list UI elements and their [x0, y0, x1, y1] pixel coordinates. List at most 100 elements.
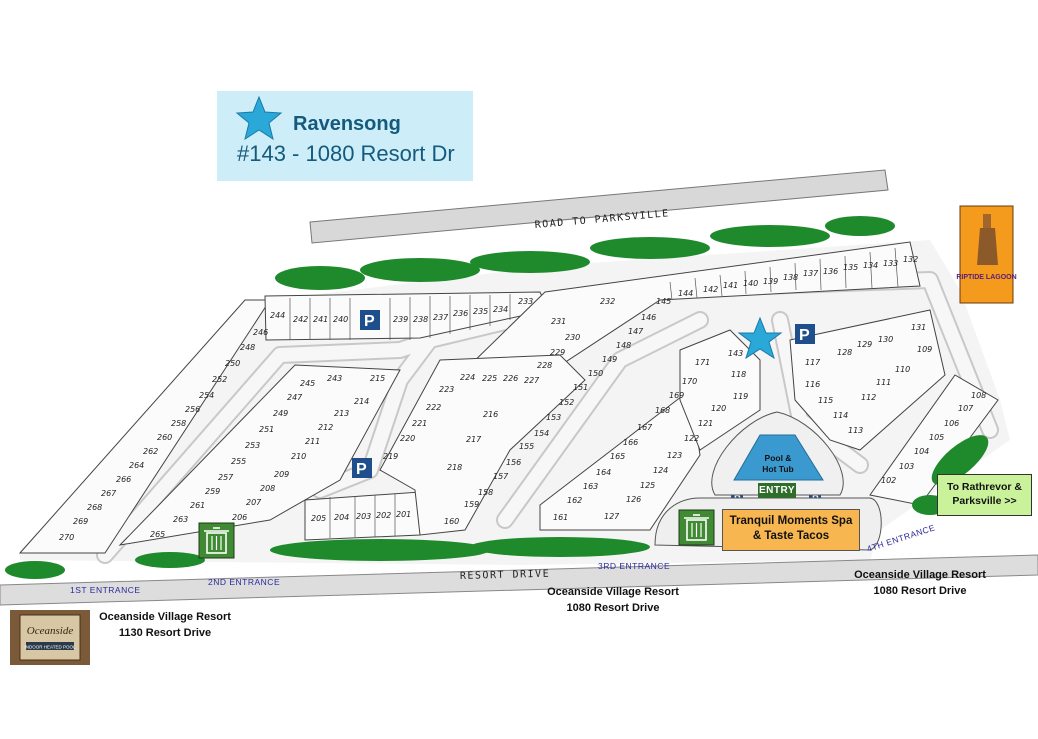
lot-number: 118 [731, 370, 746, 379]
lot-number: 201 [396, 510, 411, 519]
address-line: Oceanside Village Resort [547, 586, 679, 598]
lot-number: 251 [259, 425, 274, 434]
lot-number: 134 [863, 261, 878, 270]
lot-number: 214 [354, 397, 369, 406]
lot-number: 148 [616, 341, 631, 350]
riptide-lagoon-logo: RIPTIDE LAGOON [956, 205, 1017, 304]
lot-number: 128 [837, 348, 852, 357]
lot-number: 205 [311, 514, 326, 523]
lot-number: 207 [246, 498, 262, 507]
lot-number: 136 [823, 267, 838, 276]
lot-number: 135 [843, 263, 858, 272]
lot-number: 107 [958, 404, 974, 413]
lot-number: 255 [231, 457, 246, 466]
parking-sign-icon [352, 458, 372, 478]
lot-number: 129 [857, 340, 872, 349]
lot-number: 168 [655, 406, 670, 415]
lot-number: 104 [914, 447, 929, 456]
lot-number: 270 [59, 533, 74, 542]
lot-number: 227 [524, 376, 540, 385]
lot-number: 244 [270, 311, 285, 320]
lot-number: 241 [313, 315, 328, 324]
lot-number: 237 [433, 313, 449, 322]
lot-number: 252 [212, 375, 227, 384]
parking-label: P [799, 327, 810, 344]
pool-label-line: Hot Tub [762, 464, 794, 474]
lot-number: 230 [565, 333, 580, 342]
lot-number: 268 [87, 503, 102, 512]
lot-number: 116 [805, 380, 820, 389]
parking-sign-icon [360, 310, 380, 330]
lot-number: 264 [129, 461, 144, 470]
lot-number: 239 [393, 315, 408, 324]
lot-number: 132 [903, 255, 918, 264]
lot-number: 240 [333, 315, 348, 324]
lot-number: 127 [604, 512, 620, 521]
resort-drive: RESORT DRIVE [0, 554, 1038, 606]
lot-number: 141 [723, 281, 738, 290]
lot-number: 206 [232, 513, 247, 522]
entrance-label-1: 1ST ENTRANCE [70, 585, 141, 595]
lot-number: 156 [506, 458, 521, 467]
lot-number: 212 [318, 423, 333, 432]
lot-number: 139 [763, 277, 778, 286]
lot-number: 109 [917, 345, 932, 354]
lot-number: 122 [684, 434, 699, 443]
lot-number: 150 [588, 369, 603, 378]
address-line: 1130 Resort Drive [119, 627, 211, 639]
riptide-logo-text: RIPTIDE LAGOON [956, 274, 1016, 281]
lot-number: 142 [703, 285, 718, 294]
parking-label: P [364, 313, 375, 330]
lot-number: 269 [73, 517, 88, 526]
lot-number: 165 [610, 452, 625, 461]
lot-number: 145 [656, 297, 671, 306]
lot-number: 219 [383, 452, 398, 461]
entry-label: ENTRY [758, 483, 796, 498]
lot-number: 215 [370, 374, 385, 383]
lot-number: 147 [628, 327, 644, 336]
lot-number: 110 [895, 365, 910, 374]
lot-number: 265 [150, 530, 165, 539]
lot-number: 167 [637, 423, 653, 432]
spa-label-line: Tranquil Moments Spa [729, 515, 853, 527]
lot-number: 204 [334, 513, 349, 522]
resort-drive-label: RESORT DRIVE [460, 569, 551, 582]
lot-number: 130 [878, 335, 893, 344]
to-sign-line: To Rathrevor & [946, 481, 1023, 493]
lot-number: 242 [293, 315, 308, 324]
lot-number: 102 [881, 476, 896, 485]
lot-number: 171 [695, 358, 710, 367]
lot-number: 233 [518, 297, 533, 306]
lot-number: 152 [559, 398, 574, 407]
pool [733, 434, 824, 481]
lot-number: 261 [190, 501, 205, 510]
lot-number: 250 [225, 359, 240, 368]
lot-number: 112 [861, 393, 876, 402]
spa-label-line: & Taste Tacos [752, 530, 830, 542]
lot-number: 211 [305, 437, 320, 446]
trash-icon [198, 522, 235, 559]
entrance-label-3: 3RD ENTRANCE [598, 561, 670, 571]
lot-number: 209 [274, 470, 289, 479]
oceanside-sign-logo: Oceanside INDOOR HEATED POOL [10, 610, 90, 665]
lot-number: 106 [944, 419, 959, 428]
lot-number: 260 [157, 433, 172, 442]
lot-number: 238 [413, 315, 428, 324]
lot-number: 234 [493, 305, 508, 314]
address-left: Oceanside Village Resort 1130 Resort Dri… [99, 611, 231, 639]
lot-number: 262 [143, 447, 158, 456]
lot-number: 113 [848, 426, 863, 435]
lot-number: 254 [199, 391, 214, 400]
lot-number: 223 [439, 385, 454, 394]
lot-number: 153 [546, 413, 561, 422]
lot-number: 166 [623, 438, 638, 447]
lot-number: 247 [287, 393, 303, 402]
lot-number: 229 [550, 348, 565, 357]
lot-number: 246 [253, 328, 268, 337]
title-card: Ravensong #143 - 1080 Resort Dr [217, 91, 473, 181]
title-address: #143 - 1080 Resort Dr [237, 141, 455, 166]
lot-number: 121 [698, 419, 713, 428]
lot-number: 221 [412, 419, 427, 428]
lot-number: 163 [583, 482, 598, 491]
